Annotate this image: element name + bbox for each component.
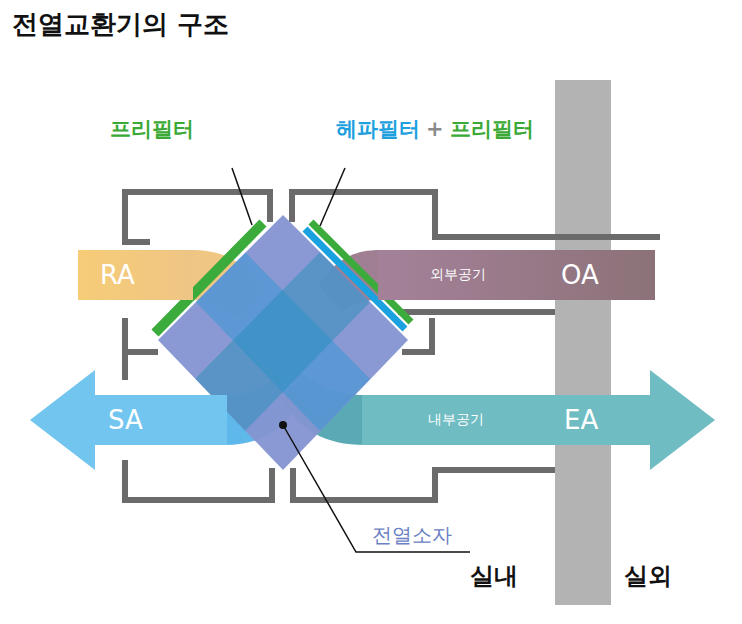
diagram-title: 전열교환기의 구조 (12, 10, 229, 39)
filter-label: 프리필터 (110, 118, 194, 141)
return-air-band: RA (78, 250, 193, 300)
outdoor-label: 실외 (624, 563, 672, 589)
flow-name: 내부공기 (428, 412, 484, 427)
arrow-shape (362, 370, 715, 470)
plus-sign: + (426, 118, 444, 141)
flow-code: RA (100, 261, 135, 290)
filter-label: 헤파필터 (336, 118, 420, 141)
flow-name: 외부공기 (430, 267, 486, 282)
wall (555, 80, 611, 605)
element-label: 전열소자 (372, 524, 452, 546)
flow-code: OA (561, 261, 599, 290)
leader-line (232, 168, 252, 225)
filter-label: 프리필터 (450, 118, 534, 141)
supply-air-arrow: SA (30, 370, 227, 470)
indoor-label: 실내 (470, 563, 518, 589)
leader-line (320, 168, 345, 226)
flow-code: SA (108, 406, 143, 435)
exhaust-air-arrow: 내부공기 EA (362, 370, 715, 470)
outdoor-air-band: 외부공기 OA (378, 250, 655, 300)
housing (125, 192, 660, 500)
flow-code: EA (564, 406, 598, 435)
